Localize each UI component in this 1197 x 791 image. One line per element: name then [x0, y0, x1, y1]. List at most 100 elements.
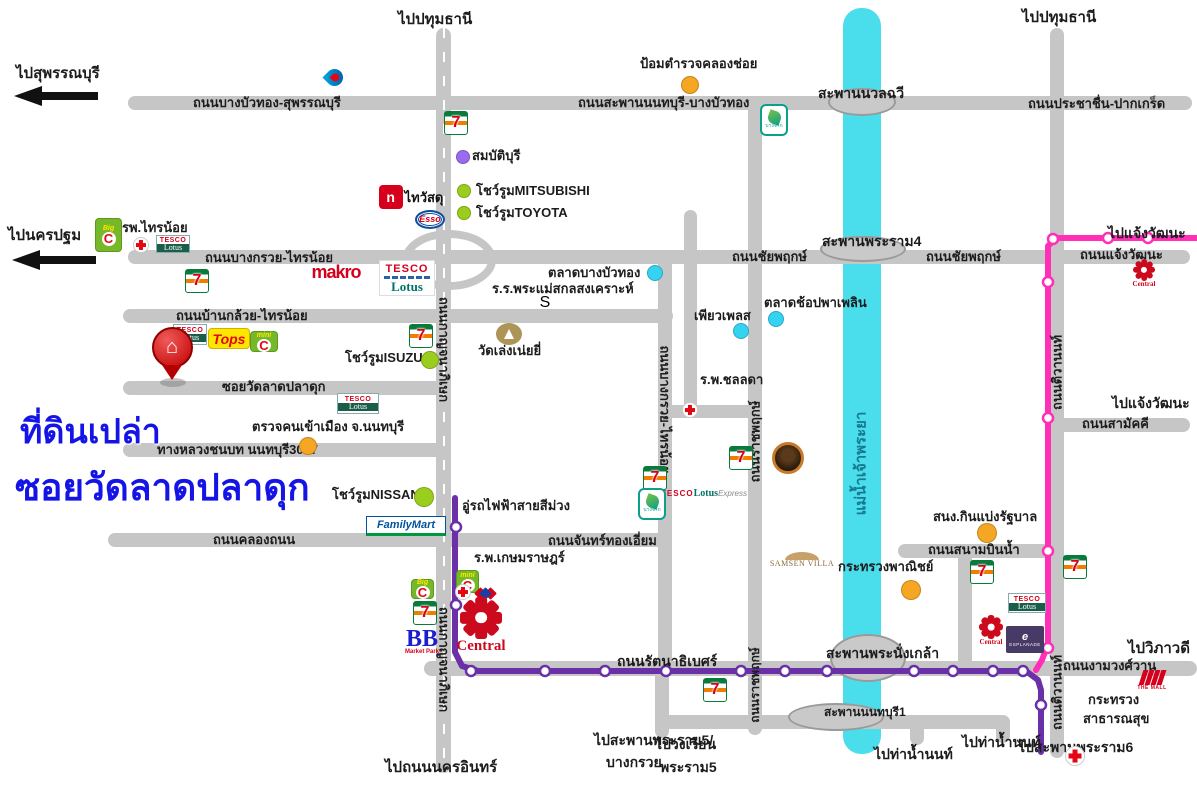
- road-connector-mid: [660, 405, 760, 418]
- bigc-c-text: C: [415, 586, 430, 599]
- label-bangbuathong-market: ตลาดบางบัวทอง: [548, 265, 641, 280]
- label-saphan-nonthaburi-bangbuathong: ถนนสะพานนนทบุรี-บางบัวทอง: [578, 95, 750, 110]
- bigc-c-text: C: [101, 231, 116, 246]
- arrow-head-icon: [14, 86, 42, 106]
- hospital-cross-icon: [682, 402, 698, 418]
- samsen-villa-text: SAMSEN VILLA: [769, 559, 835, 568]
- hospital-cross-icon: [1065, 746, 1085, 766]
- label-showroom-nissan: โชว์รูมNISSAN: [332, 487, 420, 502]
- seven-text: 7: [977, 563, 987, 580]
- label-showroom-toyota: โชว์รูมTOYOTA: [476, 205, 568, 220]
- label-wat-lengnoeiyi: วัดเล่งเน่ยยี่: [478, 343, 542, 358]
- label-chaiyaphruek-east: ถนนชัยพฤกษ์: [926, 249, 1001, 264]
- thaiwatsadu-text: ไทวัสดุ: [404, 189, 444, 205]
- vlabel-tiwanon-south: ถนนติวานนท์: [1049, 654, 1065, 731]
- vlabel-tiwanon-north: ถนนติวานนท์: [1049, 334, 1065, 411]
- lotus-word: Lotus: [338, 403, 378, 411]
- lotus-word: Lotus: [693, 488, 719, 499]
- label-ministry-health-line2: สาธารณสุข: [1083, 711, 1150, 726]
- seven-text: 7: [736, 449, 746, 466]
- tops-logo: Tops: [208, 328, 250, 349]
- seven-text: 7: [1070, 558, 1080, 575]
- label-immigration: ตรวจคนเข้าเมือง จ.นนทบุรี: [252, 419, 405, 434]
- familymart-logo: FamilyMart: [366, 516, 446, 536]
- arrow-shaft: [42, 92, 98, 100]
- bangchak-text: บางจาก: [643, 507, 661, 513]
- road-rural-nonthaburi-3087: [123, 443, 445, 457]
- seven-eleven-icon: 7: [970, 560, 994, 584]
- vlabel-ratchaphruek-south: ถนนราชพฤกษ์: [748, 647, 762, 723]
- road-market-v: [684, 210, 697, 418]
- makro-text: makro: [311, 262, 361, 282]
- label-showroom-mitsubishi: โชว์รูมMITSUBISHI: [476, 183, 590, 198]
- dot-immigration: [299, 437, 317, 455]
- seven-eleven-icon: 7: [409, 324, 433, 348]
- label-phramae-school: ร.ร.พระแม่สกลสงเคราะห์: [492, 281, 634, 296]
- bigc-top-text: mini: [256, 331, 272, 339]
- label-to-nakhonpathom: ไปนครปฐม: [8, 227, 82, 244]
- tops-text: Tops: [212, 330, 246, 347]
- road-stub-thanamnon-1: [910, 715, 924, 745]
- dot-toyota: [457, 206, 471, 220]
- central-logo: Central: [444, 594, 518, 656]
- the-mall-text: THE MALL: [1137, 684, 1167, 691]
- bb-subtext: Market Park: [404, 649, 440, 656]
- central-flower-icon: [1133, 259, 1155, 281]
- bridge-nuanchawi: [828, 88, 896, 116]
- dot-isuzu: [421, 351, 439, 369]
- ptt-drop-icon: [321, 64, 347, 90]
- road-soi-watlatpladuk: [123, 381, 445, 395]
- bridge-rama4-label: สะพานพระราม4: [822, 233, 922, 249]
- dot-lottery-office: [977, 523, 997, 543]
- bangchak-text: บางจาก: [765, 123, 783, 129]
- dot-ministry-commerce: [901, 580, 921, 600]
- seven-text: 7: [420, 604, 430, 621]
- central-text: Central: [1132, 280, 1156, 288]
- central-text: Central: [979, 638, 1003, 646]
- central-flower-center: [475, 611, 487, 624]
- school-s-text: S: [539, 294, 551, 311]
- vlabel-kanchanaphisek-north: ถนนกาญจนาภิเษก: [436, 296, 452, 403]
- seven-eleven-icon: 7: [413, 601, 437, 625]
- seven-text: 7: [650, 469, 660, 486]
- lotus-word: Lotus: [1009, 602, 1045, 611]
- dot-pure-place: [733, 323, 749, 339]
- label-chonlada-hospital: ร.พ.ชลลดา: [700, 372, 764, 387]
- label-prachachuen-pakkret: ถนนประชาชื่น-ปากเกร็ด: [1028, 96, 1166, 111]
- arrow-to-suphanburi: [14, 86, 98, 106]
- seven-text: 7: [192, 272, 202, 289]
- temple-stupa-icon: [504, 329, 514, 339]
- label-to-nakhon-in: ไปถนนนครอินทร์: [385, 759, 498, 776]
- label-police-box-khlongchoi: ป้อมตำรวจคลองช่อย: [640, 56, 758, 71]
- label-sombatburi: สมบัติบุรี: [472, 148, 521, 163]
- central-text: Central: [456, 637, 506, 654]
- seven-eleven-icon: 7: [703, 678, 727, 702]
- label-kasemrad-hospital: ร.พ.เกษมราษฎร์: [474, 550, 565, 565]
- lotus-word: Lotus: [157, 243, 189, 252]
- express-word: Express: [718, 489, 747, 498]
- label-soi-watlatpladuk: ซอยวัดลาดปลาดุก: [222, 379, 326, 394]
- ptt-logo: [321, 62, 347, 92]
- label-bangbuathong-suphanburi: ถนนบางบัวทอง-สุพรรณบุรี: [193, 95, 341, 110]
- lotus-word: Lotus: [391, 278, 423, 294]
- bridge-nonthaburi1-label: สะพานนนทบุรี1: [824, 705, 906, 719]
- the-mall-logo: THE MALL: [1134, 666, 1170, 694]
- label-pure-place: เพียวเพลส: [694, 308, 751, 323]
- bigc-top-text: Big: [416, 579, 429, 586]
- tesco-word: TESCO: [174, 327, 206, 334]
- central-logo: Central: [972, 613, 1010, 648]
- seven-text: 7: [451, 114, 461, 131]
- road-bangbuathong-suphanburi: [128, 96, 1192, 110]
- temple-icon: [496, 323, 522, 345]
- label-to-wongwian-rama5-line2: พระราม5: [660, 759, 717, 775]
- dot-mitsubishi: [457, 184, 471, 198]
- label-to-pathumthani-east: ไปปทุมธานี: [1022, 9, 1097, 26]
